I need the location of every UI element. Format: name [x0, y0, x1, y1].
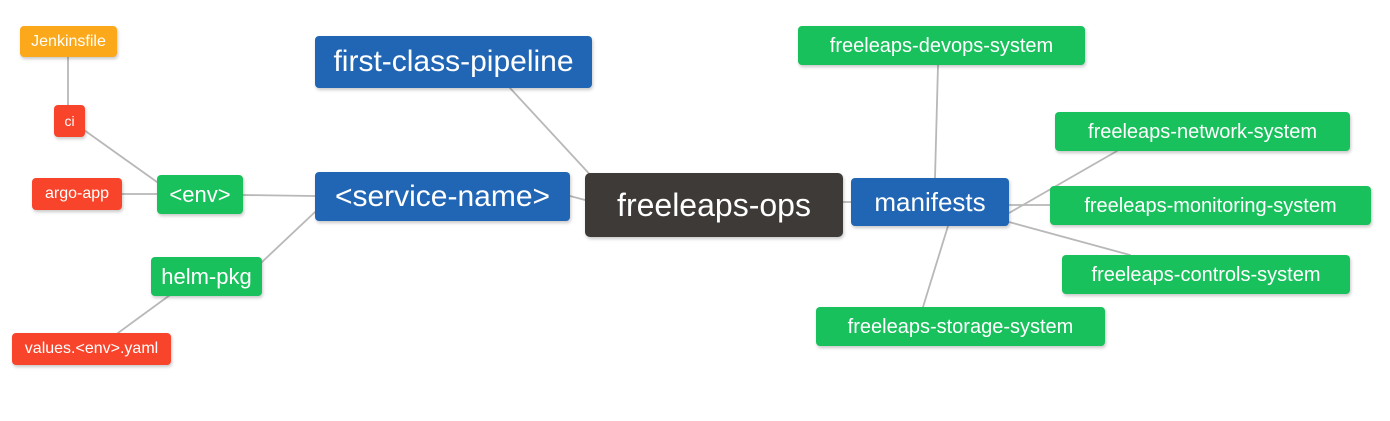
mindmap-node-label: freeleaps-controls-system	[1091, 263, 1321, 286]
edge-freeleaps-ops-to-service-name	[569, 195, 586, 201]
mindmap-node-values-env-yaml[interactable]: values.<env>.yaml	[12, 333, 171, 365]
mindmap-node-label: manifests	[874, 187, 986, 217]
edge-freeleaps-ops-to-first-class-pipeline	[509, 87, 596, 181]
mindmap-node-env[interactable]: <env>	[157, 175, 243, 214]
mindmap-node-label: ci	[64, 113, 75, 129]
mindmap-node-jenkinsfile[interactable]: Jenkinsfile	[20, 26, 117, 57]
mindmap-node-service-name[interactable]: <service-name>	[315, 172, 570, 221]
mindmap-node-helm-pkg[interactable]: helm-pkg	[151, 257, 262, 296]
mindmap-node-freeleaps-storage-system[interactable]: freeleaps-storage-system	[816, 307, 1105, 346]
mindmap-node-label: first-class-pipeline	[333, 45, 574, 78]
mindmap-node-freeleaps-monitoring-system[interactable]: freeleaps-monitoring-system	[1050, 186, 1371, 225]
mindmap-node-first-class-pipeline[interactable]: first-class-pipeline	[315, 36, 592, 88]
mindmap-node-label: freeleaps-ops	[617, 187, 811, 223]
mindmap-node-freeleaps-ops[interactable]: freeleaps-ops	[585, 173, 843, 237]
edge-helm-pkg-to-values-env-yaml	[117, 294, 171, 334]
edge-env-to-ci	[83, 129, 158, 183]
mindmap-node-label: Jenkinsfile	[31, 32, 106, 50]
mindmap-node-label: values.<env>.yaml	[24, 340, 159, 357]
mindmap-node-argo-app[interactable]: argo-app	[32, 178, 122, 210]
mindmap-node-freeleaps-network-system[interactable]: freeleaps-network-system	[1055, 112, 1350, 151]
edge-service-name-to-helm-pkg	[261, 211, 316, 263]
mindmap-node-label: freeleaps-devops-system	[829, 34, 1054, 57]
mindmap-node-ci[interactable]: ci	[54, 105, 85, 137]
mindmap-node-manifests[interactable]: manifests	[851, 178, 1009, 226]
mindmap-node-label: freeleaps-monitoring-system	[1084, 194, 1337, 217]
mindmap-node-label: helm-pkg	[161, 263, 252, 289]
mindmap-node-freeleaps-controls-system[interactable]: freeleaps-controls-system	[1062, 255, 1350, 294]
mindmap-node-label: freeleaps-network-system	[1088, 120, 1317, 143]
edge-manifests-to-freeleaps-controls-system	[1008, 221, 1131, 256]
mindmap-node-label: argo-app	[44, 185, 110, 202]
edge-service-name-to-env	[242, 194, 316, 197]
mindmap-node-label: <service-name>	[334, 179, 551, 213]
mindmap-node-label: freeleaps-storage-system	[847, 315, 1074, 338]
mindmap-node-freeleaps-devops-system[interactable]: freeleaps-devops-system	[798, 26, 1085, 65]
edge-manifests-to-freeleaps-storage-system	[922, 225, 949, 308]
mindmap-node-label: <env>	[169, 181, 231, 207]
edge-manifests-to-freeleaps-devops-system	[934, 64, 939, 179]
